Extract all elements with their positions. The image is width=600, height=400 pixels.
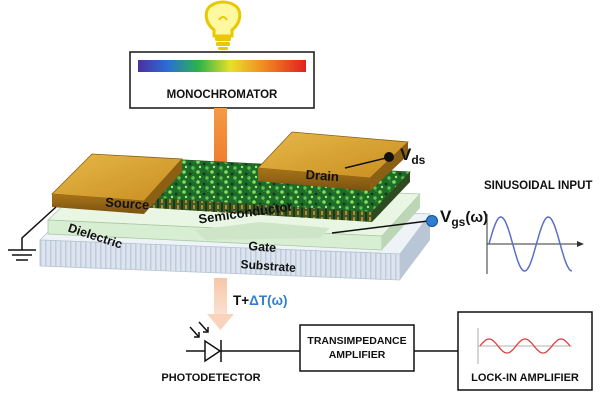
spectrum-bar xyxy=(138,60,306,72)
gate-label: Gate xyxy=(248,239,277,255)
transimpedance-label-line2: AMPLIFIER xyxy=(329,349,386,361)
source-label: Source xyxy=(105,194,150,212)
sinusoidal-input-label: SINUSOIDAL INPUT xyxy=(484,180,592,192)
monochromator-box: MONOCHROMATOR xyxy=(129,51,315,109)
light-bulb-icon xyxy=(204,0,242,50)
photodiode-icon xyxy=(186,321,300,363)
photodetector-label: PHOTODETECTOR xyxy=(161,372,260,384)
sine-output-curve xyxy=(479,338,571,354)
transimpedance-label-line1: TRANSIMPEDANCE xyxy=(307,335,406,347)
svg-text:Vds: Vds xyxy=(400,145,426,167)
vgs-main: V xyxy=(440,207,452,226)
sine-wave-plot xyxy=(486,214,584,274)
semiconductor-side xyxy=(372,172,410,222)
substrate-side xyxy=(400,214,430,280)
vgs-terminal: Vgs(ω) xyxy=(331,207,488,234)
drain-label: Drain xyxy=(305,167,339,184)
vds-main: V xyxy=(400,145,412,164)
dielectric-side xyxy=(382,194,420,250)
source-electrode-front xyxy=(52,194,144,214)
transimpedance-amplifier-box: TRANSIMPEDANCE AMPLIFIER xyxy=(299,324,415,372)
lock-in-amplifier-box: LOCK-IN AMPLIFIER xyxy=(457,311,593,391)
monochromator-label: MONOCHROMATOR xyxy=(167,89,278,101)
source-electrode-side xyxy=(144,159,182,214)
temperature-delta: ΔT(ω) xyxy=(249,293,287,308)
vgs-omega: (ω) xyxy=(465,209,488,226)
drain-electrode-side xyxy=(370,142,408,191)
temperature-prefix: T+ xyxy=(233,293,249,308)
sine-input-curve xyxy=(488,216,573,272)
svg-text:Vgs(ω): Vgs(ω) xyxy=(440,207,488,229)
temperature-label: T+ΔT(ω) xyxy=(233,293,288,308)
ground-icon xyxy=(8,206,57,261)
gate-layer xyxy=(195,222,330,240)
vgs-subscript: gs xyxy=(451,215,465,229)
vds-subscript: ds xyxy=(411,153,425,167)
vds-terminal: Vds xyxy=(344,145,426,169)
thin-film-transistor: Source Drain Semiconductor Dielectric Ga… xyxy=(39,131,431,281)
lock-in-label: LOCK-IN AMPLIFIER xyxy=(471,372,579,384)
substrate-label: Substrate xyxy=(240,257,297,275)
transmitted-beam-arrow xyxy=(207,278,234,330)
drain-electrode-front xyxy=(258,168,370,191)
